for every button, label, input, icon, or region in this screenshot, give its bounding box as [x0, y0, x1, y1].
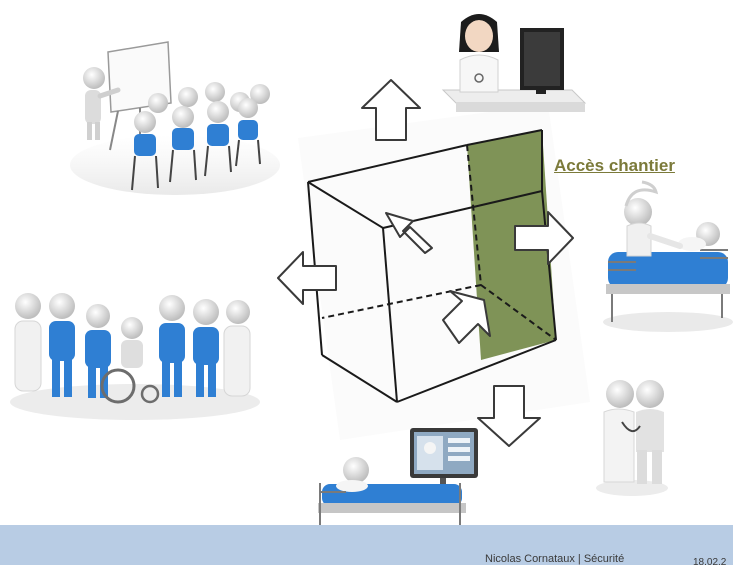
arrow-up-left-icon [385, 212, 433, 254]
medical-team-group-icon [10, 293, 260, 420]
doctor-consultation-icon [596, 380, 668, 496]
footer-band [0, 525, 733, 565]
cube-edge [382, 227, 398, 403]
arrow-right-icon [514, 211, 574, 265]
footer-date: 18.02.2 [693, 557, 727, 565]
cube-hidden-edge [321, 284, 482, 319]
arrow-left-icon [277, 251, 337, 305]
cube-edge [396, 339, 557, 403]
access-site-label: Accès chantier [554, 156, 675, 175]
footer-author: Nicolas Cornataux | Sécurité [485, 553, 625, 565]
cube-edge [321, 354, 398, 403]
cube-edge [307, 181, 384, 229]
cube-hidden-edge [466, 144, 482, 286]
arrow-up-icon [361, 79, 421, 141]
arrow-down-icon [477, 385, 541, 447]
training-audience-icon [70, 41, 280, 195]
cube-diagram [298, 104, 590, 440]
arrow-down-right-icon [442, 290, 491, 344]
cube-edge [541, 190, 557, 341]
receptionist-computer-icon [441, 14, 587, 112]
cube-edge [466, 129, 543, 146]
cube-edge [307, 144, 468, 183]
cube-access-face [467, 130, 556, 360]
cube-hidden-edge [480, 284, 557, 341]
patient-bed-monitor-icon [318, 428, 478, 551]
nurse-patient-bed-icon [603, 180, 733, 332]
